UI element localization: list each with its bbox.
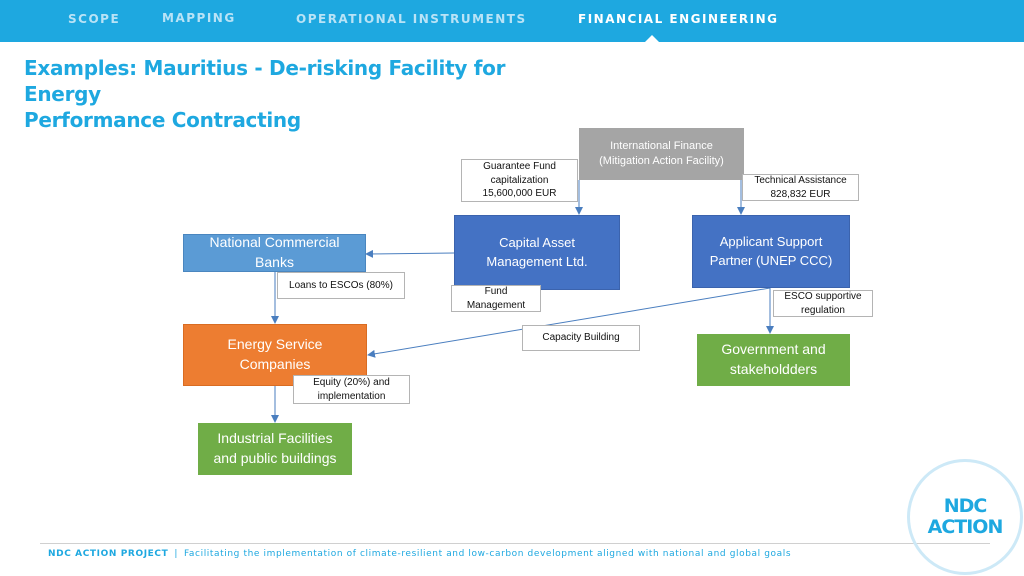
footer-project-name: NDC ACTION PROJECT — [48, 549, 169, 559]
active-tab-indicator — [644, 35, 660, 43]
capital-asset-management-node: Capital Asset Management Ltd. — [454, 215, 620, 290]
arrow-capital-asset-to-banks — [365, 249, 455, 258]
ndc-action-logo: NDC ACTION — [907, 459, 1023, 575]
nav-operational-instruments[interactable]: OPERATIONAL INSTRUMENTS — [296, 12, 527, 26]
arrow-applicant-to-esco — [367, 287, 771, 358]
fund-management-label: Fund Management — [451, 285, 541, 312]
esco-regulation-label: ESCO supportive regulation — [773, 290, 873, 317]
equity-implementation-label: Equity (20%) and implementation — [293, 375, 410, 404]
footer-separator: | — [174, 549, 178, 559]
page-title-line-1: Examples: Mauritius - De-risking Facilit… — [24, 56, 506, 106]
page-title-line-2: Performance Contracting — [24, 108, 301, 132]
applicant-support-partner-node: Applicant Support Partner (UNEP CCC) — [692, 215, 850, 288]
loans-to-escos-label: Loans to ESCOs (80%) — [277, 272, 405, 299]
capacity-building-label: Capacity Building — [522, 325, 640, 351]
government-stakeholders-node: Government and stakeholdders — [697, 334, 850, 386]
industrial-facilities-node: Industrial Facilities and public buildin… — [198, 423, 352, 475]
page-title: Examples: Mauritius - De-risking Facilit… — [24, 55, 584, 133]
national-commercial-banks-node: National Commercial Banks — [183, 234, 366, 272]
top-navigation-bar: SCOPE MAPPING OPERATIONAL INSTRUMENTS FI… — [0, 0, 1024, 43]
footer-divider — [40, 543, 990, 544]
guarantee-fund-label: Guarantee Fund capitalization 15,600,000… — [461, 159, 578, 202]
nav-financial-engineering[interactable]: FINANCIAL ENGINEERING — [578, 12, 779, 26]
footer: NDC ACTION PROJECT | Facilitating the impl… — [48, 549, 791, 559]
logo-line-2: ACTION — [927, 516, 1004, 538]
footer-tagline: Facilitating the implementation of clima… — [183, 549, 792, 559]
technical-assistance-label: Technical Assistance 828,832 EUR — [742, 174, 859, 201]
nav-mapping[interactable]: MAPPING — [162, 11, 236, 25]
nav-scope[interactable]: SCOPE — [68, 12, 121, 26]
international-finance-node: International Finance (Mitigation Action… — [579, 128, 744, 180]
logo-line-1: NDC — [943, 495, 988, 517]
